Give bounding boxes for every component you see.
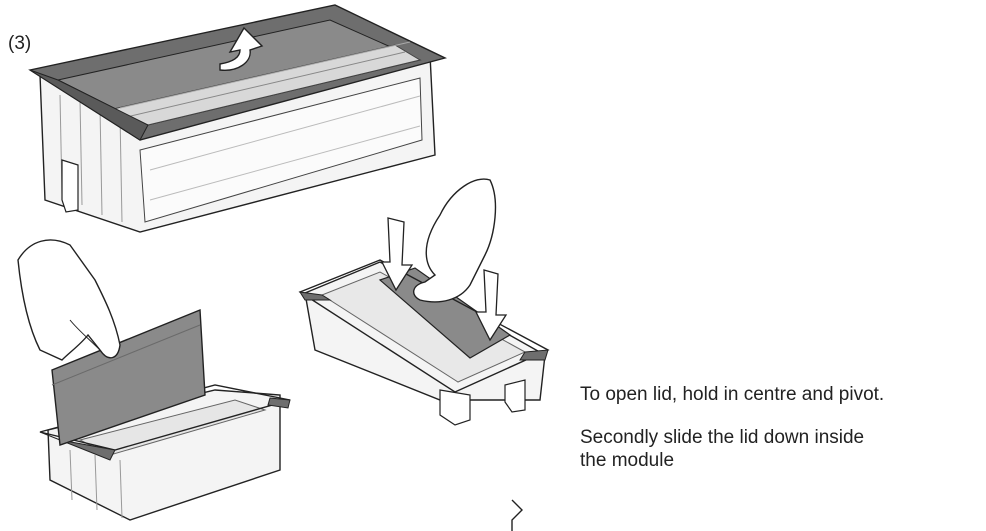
open-module-pivot [17,239,291,521]
curved-arrow-icon [219,26,264,71]
down-arrow-icon [380,217,508,342]
instruction-slide-lid: Secondly slide the lid down inside the m… [580,427,865,471]
hand-icon [17,239,121,361]
closed-module [28,4,448,233]
step-label: (3) [8,33,32,54]
instruction-open-lid: To open lid, hold in centre and pivot. [580,384,885,405]
instructions: To open lid, hold in centre and pivot. S… [580,383,980,492]
hand-icon [413,178,497,303]
open-module-slide [298,178,550,426]
